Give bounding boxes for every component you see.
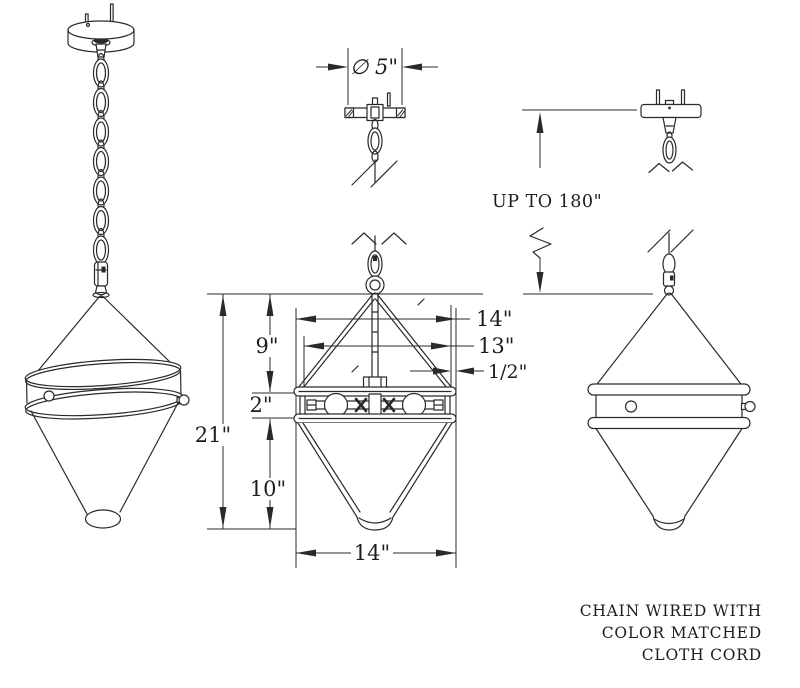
lower-shade-cone — [30, 402, 179, 529]
band-height-extension-lines — [252, 392, 296, 419]
break-line — [648, 161, 694, 174]
canopy-section-view: ∅ 5" — [316, 48, 438, 188]
lip-offset-label: 1/2" — [488, 361, 527, 383]
break-symbol — [529, 227, 552, 259]
hanging-chain — [92, 52, 110, 265]
fixture-section-view: 21" 9" 2" 10" 14" 13" 1/2" 14" — [195, 232, 527, 568]
chain-cord-connector — [92, 261, 110, 299]
section-break-and-chain — [351, 232, 407, 295]
ceiling-canopy — [67, 3, 135, 58]
lower-shade-height-label: 10" — [250, 477, 286, 501]
dim-max-suspension: UP TO 180" — [492, 112, 602, 293]
lamp-bulb-right — [401, 392, 427, 418]
bottom-outer-width-label: 14" — [354, 541, 390, 565]
break-line — [647, 229, 694, 253]
band-vent-hole — [43, 390, 55, 402]
canopy-chain-stub — [351, 118, 398, 188]
note-line-2: COLOR MATCHED — [602, 624, 762, 642]
lamp-bulb-left — [323, 392, 349, 418]
installed-canopy — [640, 89, 702, 174]
band-width-label: 13" — [478, 334, 514, 358]
break-line — [351, 158, 398, 188]
band-vent-hole — [624, 400, 638, 413]
note-chain-wired: CHAIN WIRED WITH COLOR MATCHED CLOTH COR… — [580, 602, 762, 664]
note-line-1: CHAIN WIRED WITH — [580, 602, 762, 620]
top-outer-width-label: 14" — [476, 307, 512, 331]
upper-shade-height-label: 9" — [255, 334, 278, 358]
dim-canopy-diameter: ∅ 5" — [316, 48, 438, 105]
band-height-label: 2" — [249, 393, 272, 417]
section-lower-cone — [297, 422, 453, 531]
note-line-3: CLOTH CORD — [642, 646, 762, 664]
center-band — [24, 358, 190, 420]
band-thumb-screw — [178, 394, 190, 406]
pendant-front-view — [587, 229, 756, 531]
canopy-diameter-label: ∅ 5" — [350, 55, 398, 79]
installation-view: UP TO 180" — [492, 89, 756, 531]
socket-hardware — [354, 397, 396, 413]
section-lamp-band — [293, 386, 457, 424]
pendant-perspective-view — [24, 3, 190, 529]
max-suspension-label: UP TO 180" — [492, 192, 602, 212]
canopy-crossbar — [344, 92, 406, 122]
overall-height-label: 21" — [195, 423, 231, 447]
band-thumb-screw — [744, 400, 756, 413]
section-upper-cone — [297, 292, 453, 389]
upper-shade-cone — [32, 295, 175, 378]
outer-extension-lines — [295, 308, 457, 568]
